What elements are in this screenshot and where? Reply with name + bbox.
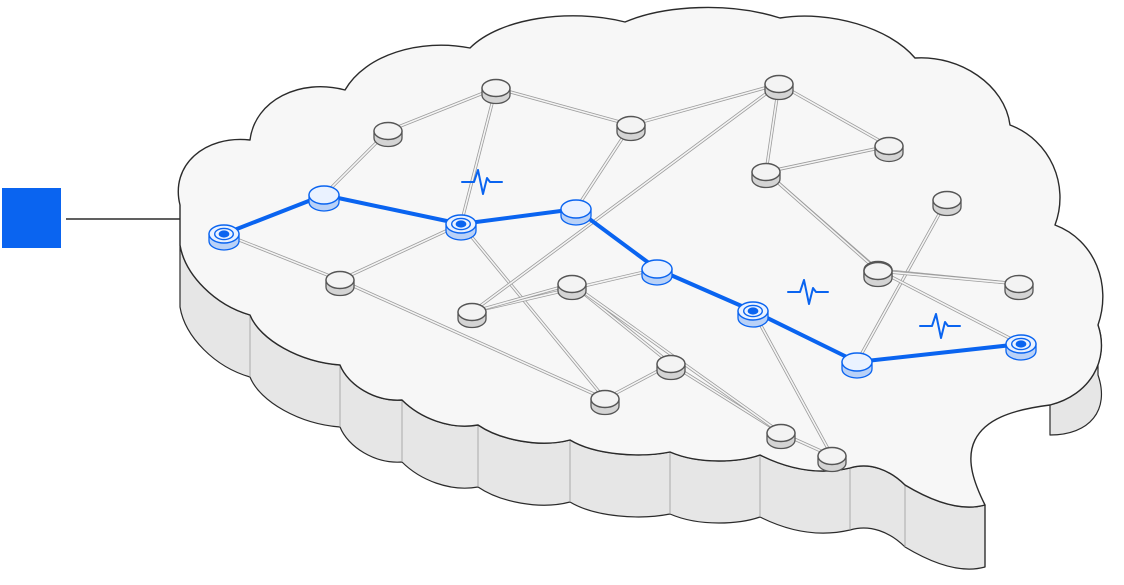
network-edge xyxy=(629,82,781,127)
network-edge xyxy=(470,82,781,314)
network-edge xyxy=(459,222,607,401)
network-edge xyxy=(470,282,574,314)
network-edge xyxy=(876,269,1021,286)
network-node xyxy=(373,121,403,148)
network-node xyxy=(457,302,487,329)
network-node xyxy=(616,115,646,142)
network-node xyxy=(557,274,587,301)
network-node xyxy=(817,446,847,473)
network-node xyxy=(325,270,355,297)
network-edge xyxy=(764,170,880,273)
network-edge xyxy=(459,86,498,226)
active-node xyxy=(560,199,592,226)
active-node xyxy=(737,301,769,328)
network-node xyxy=(1004,274,1034,301)
active-node xyxy=(445,214,477,241)
network-node xyxy=(932,190,962,217)
network-edge xyxy=(876,268,1023,346)
pulse-icon xyxy=(787,279,829,305)
active-node xyxy=(841,352,873,379)
active-node xyxy=(641,259,673,286)
network-node xyxy=(764,74,794,101)
active-node xyxy=(1005,334,1037,361)
network-edge xyxy=(386,86,498,133)
network-edge xyxy=(338,222,463,282)
network-node xyxy=(590,389,620,416)
network-edge xyxy=(338,278,607,401)
network-edge xyxy=(222,232,342,282)
blue-square-icon xyxy=(2,188,61,248)
network-node xyxy=(863,261,893,288)
network-node xyxy=(481,78,511,105)
network-node xyxy=(656,354,686,381)
network-node xyxy=(751,162,781,189)
pulse-icon xyxy=(919,313,961,339)
network-edge xyxy=(494,86,633,127)
network-node xyxy=(874,136,904,163)
network-edge xyxy=(777,82,891,148)
pulse-icon xyxy=(461,169,503,195)
network-edge xyxy=(764,144,891,174)
network-node xyxy=(766,423,796,450)
active-signal-path xyxy=(222,193,1023,364)
active-node xyxy=(308,185,340,212)
network-edge xyxy=(751,309,834,458)
active-node xyxy=(208,224,240,251)
